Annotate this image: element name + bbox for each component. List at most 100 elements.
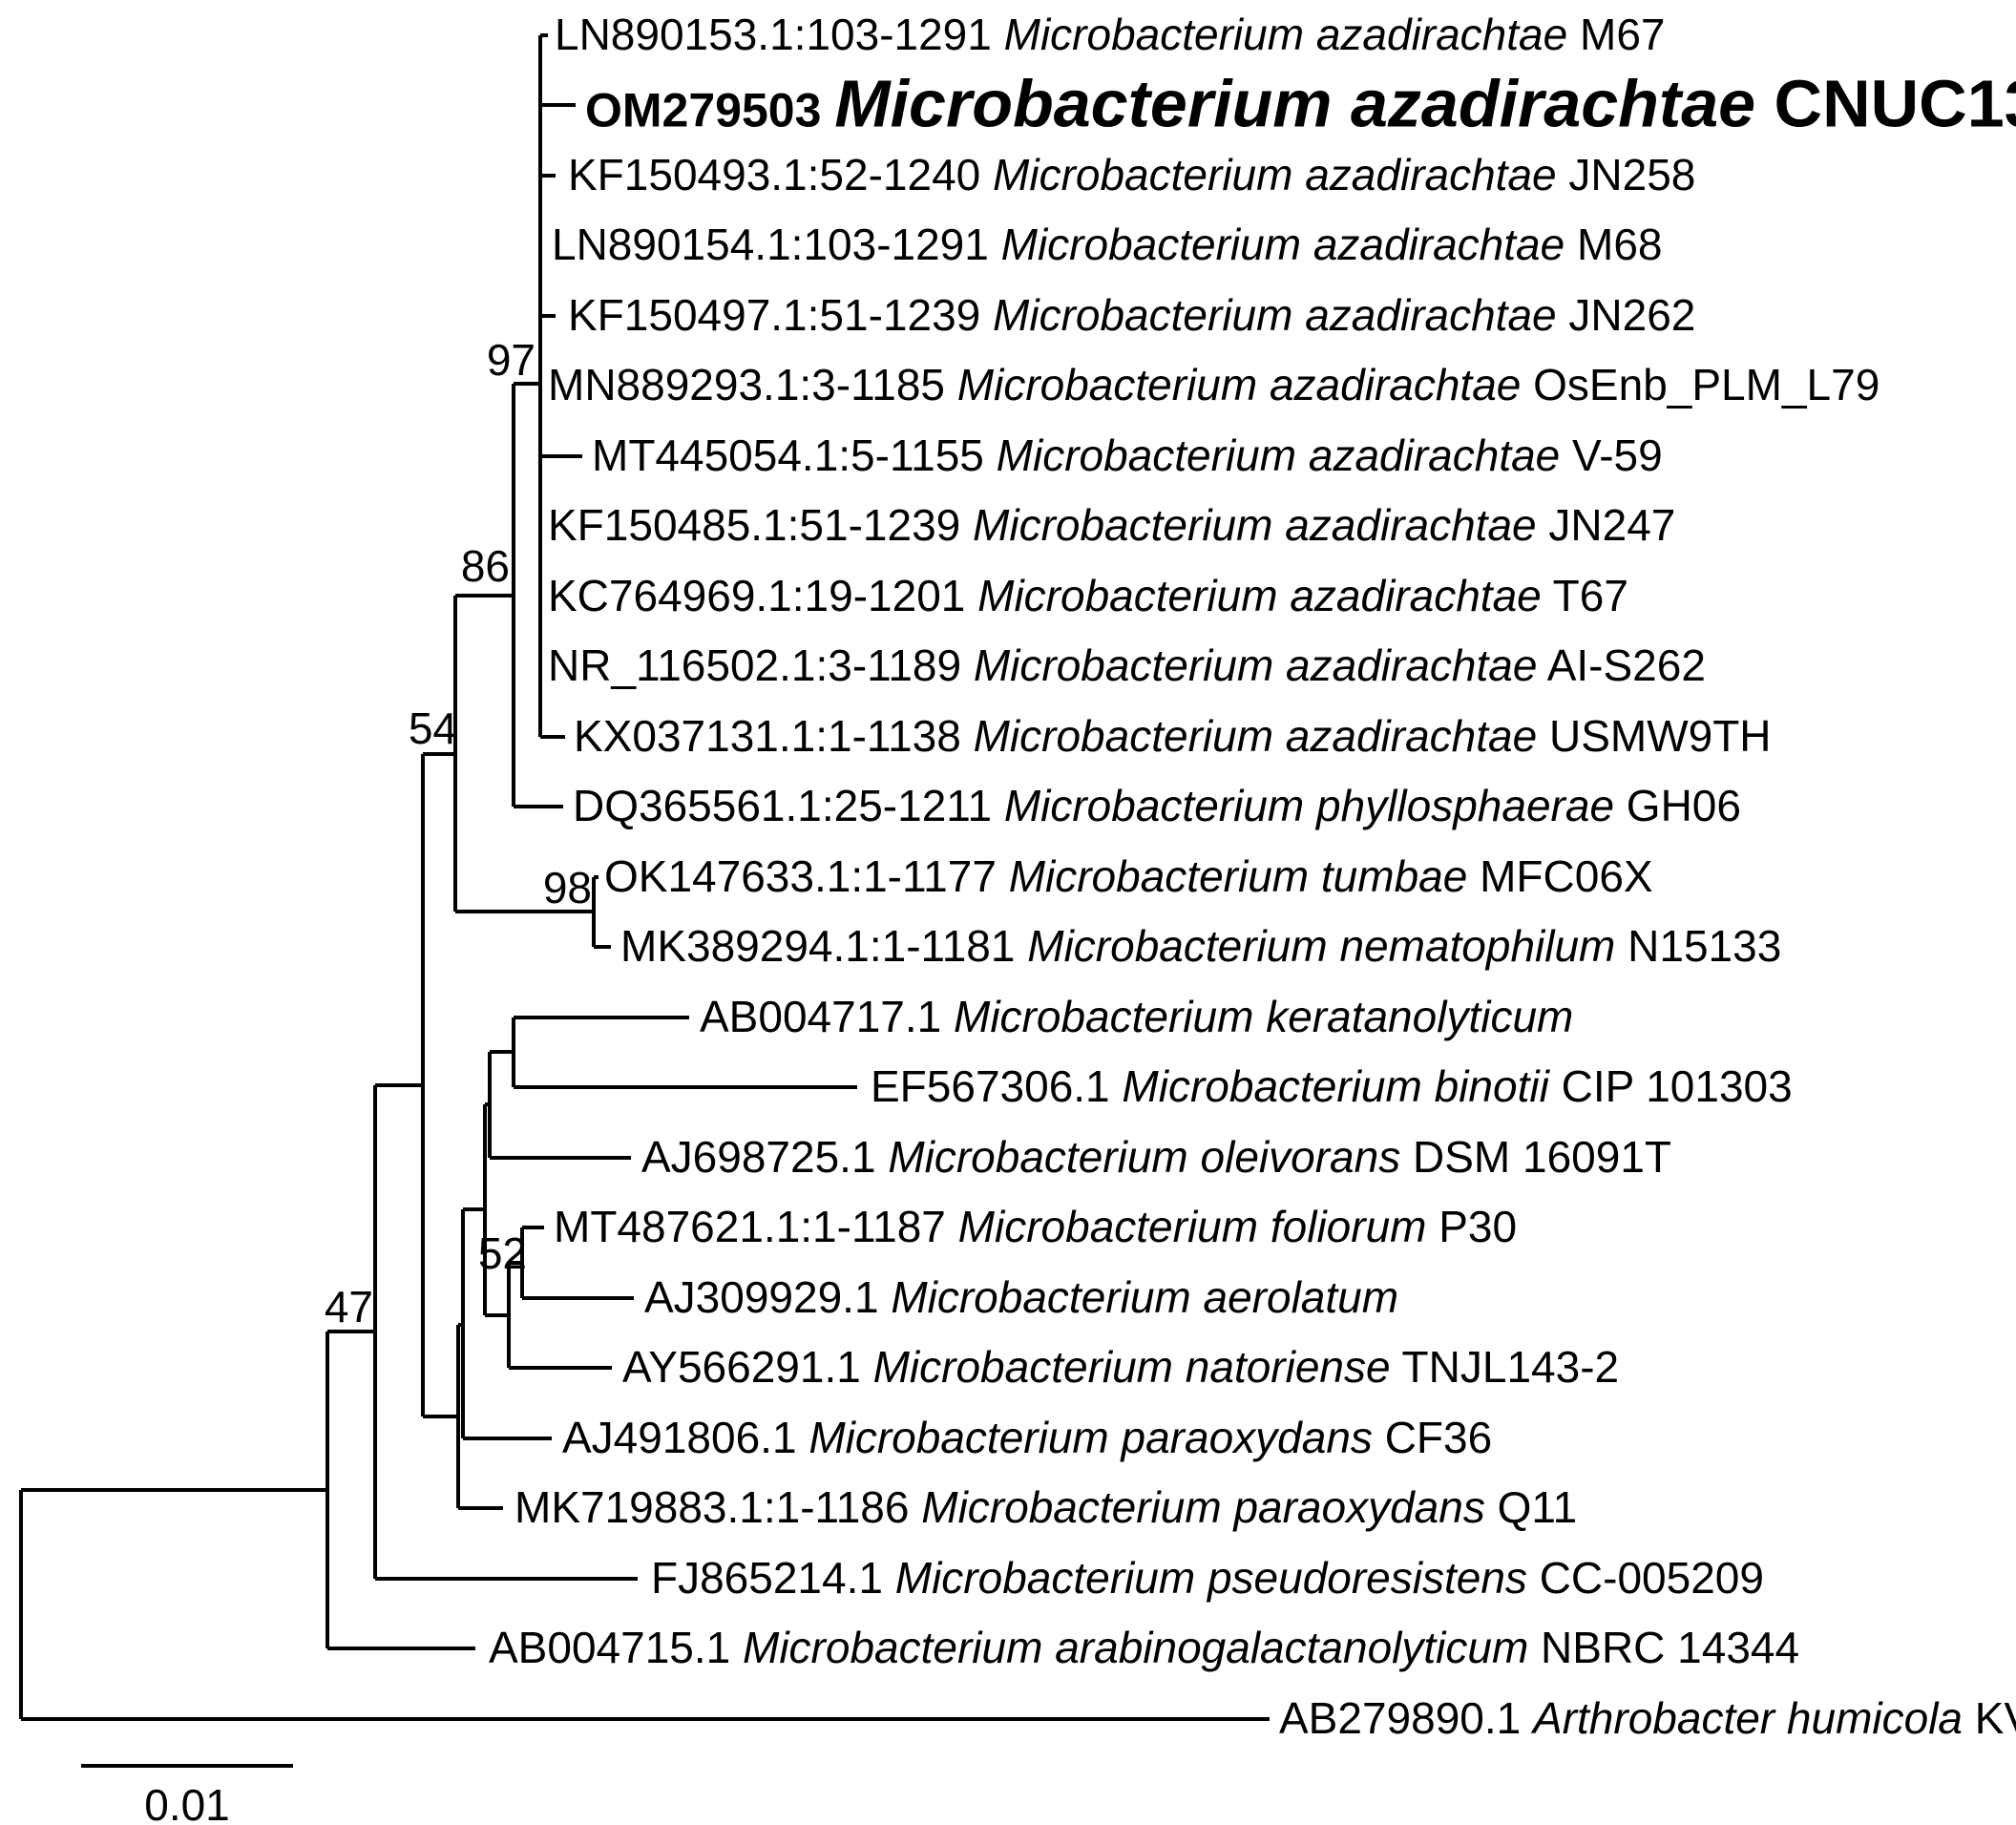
accession-text: LN890154.1:103-1291 <box>552 220 1001 270</box>
taxon-label: KC764969.1:19-1201 Microbacterium azadir… <box>548 574 1628 618</box>
strain-text: JN247 <box>1536 500 1676 551</box>
species-name-text: Microbacterium azadirachtae <box>1003 10 1568 60</box>
species-name-text: Microbacterium oleivorans <box>888 1132 1401 1183</box>
taxon-label: AY566291.1 Microbacterium natoriense TNJ… <box>622 1345 1619 1389</box>
strain-text: CC-005209 <box>1526 1553 1764 1604</box>
accession-text: FJ865214.1 <box>651 1553 895 1604</box>
accession-text: AJ309929.1 <box>644 1272 892 1323</box>
species-name-text: Microbacterium azadirachtae <box>956 360 1522 410</box>
strain-text: DSM 16091T <box>1400 1132 1671 1183</box>
accession-text: AB004717.1 <box>700 992 955 1042</box>
taxon-label: MK389294.1:1-1181 Microbacterium nematop… <box>620 924 1781 968</box>
strain-text: N15133 <box>1615 921 1782 972</box>
species-name-text: Microbacterium keratanolyticum <box>954 992 1574 1042</box>
accession-text: KF150485.1:51-1239 <box>548 500 974 551</box>
taxon-label: AB279890.1 Arthrobacter humicola KV-653 <box>1279 1696 2016 1740</box>
strain-text: M68 <box>1564 220 1663 270</box>
accession-text: MT487621.1:1-1187 <box>554 1202 958 1252</box>
strain-text: M67 <box>1567 10 1666 60</box>
species-name-text: Microbacterium arabinogalactanolyticum <box>743 1623 1529 1673</box>
taxon-label: LN890154.1:103-1291 Microbacterium azadi… <box>552 222 1662 266</box>
strain-text: JN262 <box>1556 290 1696 341</box>
strain-text: NBRC 14344 <box>1528 1623 1800 1673</box>
accession-text: AJ491806.1 <box>562 1413 809 1463</box>
bootstrap-value: 52 <box>477 1228 527 1278</box>
species-name-text: Microbacterium pseudoresistens <box>894 1553 1527 1604</box>
strain-text: OsEnb_PLM_L79 <box>1521 360 1880 410</box>
taxon-label: MK719883.1:1-1186 Microbacterium paraoxy… <box>514 1485 1577 1529</box>
bootstrap-value: 54 <box>408 703 457 753</box>
taxon-label: AB004715.1 Microbacterium arabinogalacta… <box>489 1626 1799 1669</box>
taxon-label: AB004717.1 Microbacterium keratanolyticu… <box>700 995 1573 1038</box>
taxon-label: NR_116502.1:3-1189 Microbacterium azadir… <box>548 643 1706 687</box>
accession-text: MT445054.1:5-1155 <box>592 430 997 481</box>
strain-text: CNUC13 <box>1755 66 2016 141</box>
taxon-label: MT445054.1:5-1155 Microbacterium azadira… <box>592 433 1663 477</box>
bootstrap-value: 97 <box>486 335 536 385</box>
scale-bar-label: 0.01 <box>144 1780 230 1825</box>
strain-text: USMW9TH <box>1537 711 1772 762</box>
species-name-text: Microbacterium azadirachtae <box>834 66 1756 141</box>
species-name-text: Microbacterium aerolatum <box>891 1272 1399 1323</box>
species-name-text: Arthrobacter humicola <box>1533 1693 1963 1744</box>
species-name-text: Microbacterium nematophilum <box>1027 921 1616 972</box>
accession-text: EF567306.1 <box>871 1061 1123 1112</box>
taxon-label: MT487621.1:1-1187 Microbacterium folioru… <box>554 1205 1517 1248</box>
strain-text: T67 <box>1541 571 1628 621</box>
strain-text: V-59 <box>1560 430 1663 481</box>
strain-text: MFC06X <box>1467 851 1653 902</box>
taxon-label: DQ365561.1:25-1211 Microbacterium phyllo… <box>573 784 1741 828</box>
strain-text: CF36 <box>1372 1413 1493 1463</box>
taxon-label: AJ491806.1 Microbacterium paraoxydans CF… <box>562 1416 1492 1459</box>
accession-text: OM279503 <box>585 83 835 137</box>
accession-text: KX037131.1:1-1138 <box>574 711 974 762</box>
taxon-label: KF150485.1:51-1239 Microbacterium azadir… <box>548 503 1675 547</box>
accession-text: NR_116502.1:3-1189 <box>548 640 974 691</box>
accession-text: DQ365561.1:25-1211 <box>573 781 1004 831</box>
species-name-text: Microbacterium azadirachtae <box>1000 220 1565 270</box>
accession-text: MK719883.1:1-1186 <box>514 1482 922 1533</box>
species-name-text: Microbacterium azadirachtae <box>977 571 1542 621</box>
accession-text: AB004715.1 <box>489 1623 744 1673</box>
species-name-text: Microbacterium azadirachtae <box>973 640 1538 691</box>
bootstrap-value: 47 <box>324 1282 373 1332</box>
accession-text: AJ698725.1 <box>641 1132 889 1183</box>
species-name-text: Microbacterium paraoxydans <box>921 1482 1485 1533</box>
taxon-label: EF567306.1 Microbacterium binotii CIP 10… <box>871 1064 1793 1108</box>
accession-text: OK147633.1:1-1177 <box>604 851 1009 902</box>
taxon-label: FJ865214.1 Microbacterium pseudoresisten… <box>651 1556 1764 1600</box>
strain-text: KV-653 <box>1974 1693 2016 1744</box>
strain-text: TNJL143-2 <box>1390 1342 1620 1393</box>
taxon-label: KX037131.1:1-1138 Microbacterium azadira… <box>574 714 1772 758</box>
taxon-label: KF150497.1:51-1239 Microbacterium azadir… <box>568 293 1695 337</box>
taxon-label: OM279503 Microbacterium azadirachtae CNU… <box>585 71 2016 137</box>
strain-text: GH06 <box>1614 781 1741 831</box>
strain-text: CIP 101303 <box>1548 1061 1793 1112</box>
species-name-text: Microbacterium phyllosphaerae <box>1003 781 1615 831</box>
accession-text: AB279890.1 <box>1279 1693 1534 1744</box>
species-name-text: Microbacterium foliorum <box>957 1202 1427 1252</box>
taxon-label: OK147633.1:1-1177 Microbacterium tumbae … <box>604 854 1653 898</box>
accession-text: KF150493.1:52-1240 <box>568 150 994 200</box>
bootstrap-value: 86 <box>460 541 510 591</box>
taxon-label: AJ698725.1 Microbacterium oleivorans DSM… <box>641 1135 1671 1179</box>
species-name-text: Microbacterium azadirachtae <box>973 711 1538 762</box>
accession-text: KC764969.1:19-1201 <box>548 571 978 621</box>
species-name-text: Microbacterium paraoxydans <box>808 1413 1373 1463</box>
accession-text: AY566291.1 <box>622 1342 873 1393</box>
species-name-text: Microbacterium azadirachtae <box>993 150 1557 200</box>
strain-text: AI-S262 <box>1537 640 1706 691</box>
accession-text: LN890153.1:103-1291 <box>555 10 1004 60</box>
taxon-label: AJ309929.1 Microbacterium aerolatum <box>644 1275 1398 1319</box>
taxon-label: KF150493.1:52-1240 Microbacterium azadir… <box>568 153 1695 197</box>
species-name-text: Microbacterium azadirachtae <box>973 500 1537 551</box>
strain-text: Q11 <box>1484 1482 1578 1533</box>
species-name-text: Microbacterium azadirachtae <box>996 430 1561 481</box>
taxon-label: MN889293.1:3-1185 Microbacterium azadira… <box>548 363 1880 407</box>
strain-text: P30 <box>1426 1202 1518 1252</box>
bootstrap-value: 98 <box>542 863 592 912</box>
species-name-text: Microbacterium binotii <box>1122 1061 1549 1112</box>
accession-text: MN889293.1:3-1185 <box>548 360 957 410</box>
